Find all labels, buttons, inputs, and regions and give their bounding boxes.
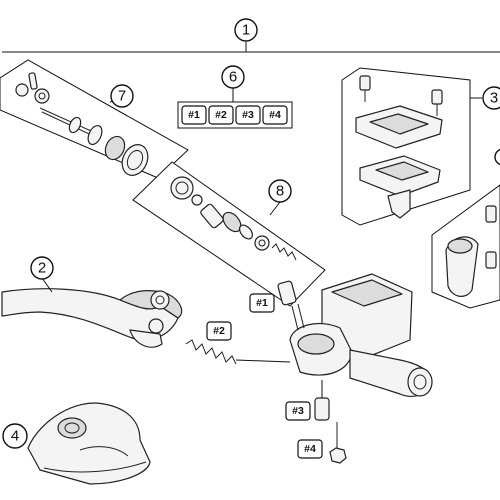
tag-label-3: #3 (285, 401, 311, 421)
tag-2-label: #2 (215, 109, 227, 121)
tag-3-label: #3 (242, 109, 254, 121)
protective-cover (27, 402, 151, 485)
tag-1: #1 (181, 105, 207, 125)
tag-label-1-text: #1 (256, 297, 268, 309)
panel-8 (132, 161, 326, 307)
spring-2 (185, 339, 237, 365)
bolt-1 (277, 280, 305, 331)
callout-3: 3 (482, 86, 500, 110)
callout-3-label: 3 (490, 90, 498, 107)
master-cylinder-body (289, 273, 433, 397)
tag-4: #4 (262, 105, 288, 125)
tag-box-group-6: #1 #2 #3 #4 (177, 101, 293, 129)
tag-3: #3 (235, 105, 261, 125)
callout-1-label: 1 (242, 22, 250, 39)
tag-label-3-text: #3 (292, 405, 304, 417)
callout-1: 1 (234, 18, 258, 42)
callout-4: 4 (2, 423, 28, 449)
tag-label-4-text: #4 (304, 443, 316, 455)
callout-8-label: 8 (276, 183, 284, 200)
callout-7-label: 7 (118, 88, 126, 105)
callout-4-label: 4 (11, 428, 19, 445)
callout-2: 2 (30, 256, 54, 280)
callout-6: 6 (221, 65, 245, 89)
reservoir-diaphragm (359, 155, 441, 219)
spring-8 (271, 243, 297, 261)
reservoir-cover (355, 105, 443, 149)
tag-label-2-text: #2 (213, 325, 225, 337)
tag-label-1: #1 (249, 293, 275, 313)
tag-label-4: #4 (297, 439, 323, 459)
tag-4-label: #4 (269, 109, 281, 121)
brake-lever (1, 288, 183, 348)
panel-7 (0, 59, 189, 179)
panel-clamp (431, 184, 500, 309)
push-rod (39, 107, 149, 176)
tag-1-label: #1 (188, 109, 200, 121)
panel-3 (341, 67, 471, 226)
callout-partial (494, 148, 500, 166)
part-3 (314, 397, 330, 421)
callout-7: 7 (110, 84, 134, 108)
tag-2: #2 (208, 105, 234, 125)
adjuster-bolt (15, 72, 50, 104)
tag-label-2: #2 (206, 321, 232, 341)
nut-4 (329, 447, 347, 464)
callout-8: 8 (268, 179, 292, 203)
callout-2-label: 2 (38, 260, 46, 277)
callout-6-label: 6 (229, 69, 237, 86)
